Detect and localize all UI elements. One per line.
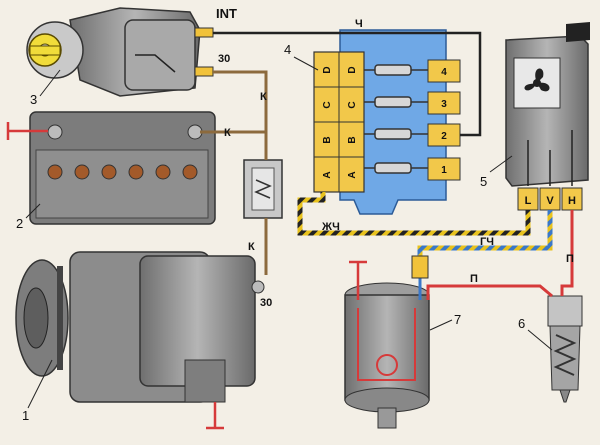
- relay-terminal-labels: L V H: [525, 195, 576, 207]
- label-3: 3: [30, 92, 37, 107]
- battery: [29, 111, 216, 225]
- key-icon: [28, 33, 62, 67]
- fuse-slot-b1: B: [322, 136, 333, 143]
- fuse-slot-c2: C: [347, 101, 358, 108]
- wire-label-p-right: П: [566, 253, 574, 265]
- wire-gch: [417, 210, 553, 262]
- wire-ch: [213, 31, 482, 137]
- fuse-slot-a1: A: [322, 171, 333, 178]
- wire-p-red: [426, 210, 574, 300]
- ground-symbol-generator: [206, 402, 224, 430]
- fuse-output-3: 3: [441, 99, 447, 110]
- wire-label-30-generator: 30: [260, 297, 272, 309]
- wire-label-k-top: К: [260, 91, 267, 103]
- ground-symbol-motor: [349, 260, 367, 300]
- wire-label-k-bottom: К: [248, 241, 255, 253]
- fuse-slot-a2: A: [347, 171, 358, 178]
- fuse-resistors: [364, 64, 430, 174]
- relay: [505, 22, 590, 211]
- ground-symbol-battery: [6, 122, 48, 140]
- relay-terminal-v: V: [546, 195, 554, 207]
- wire-30-brown: [200, 70, 268, 275]
- wire-label-p-left: П: [470, 273, 478, 285]
- fuse-slot-d1: D: [322, 66, 333, 73]
- fuse-output-1: 1: [441, 165, 447, 176]
- fuse-output-4: 4: [441, 67, 447, 78]
- fuse-slot-c1: C: [322, 101, 333, 108]
- fuse-link: [243, 159, 283, 219]
- label-5: 5: [480, 174, 487, 189]
- ignition-switch: [26, 7, 214, 97]
- generator: [15, 251, 265, 403]
- relay-terminal-h: H: [568, 195, 576, 207]
- label-1: 1: [22, 408, 29, 423]
- wire-label-k-battery: К: [224, 127, 231, 139]
- wire-label-zhch: ЖЧ: [321, 221, 340, 233]
- relay-terminal-l: L: [525, 195, 532, 207]
- fan-icon: [524, 68, 550, 92]
- fuse-slot-b2: B: [347, 136, 358, 143]
- wire-connector: [411, 255, 429, 279]
- wire-label-ch: Ч: [355, 18, 363, 30]
- temperature-sensor: [547, 295, 583, 403]
- fan-motor: [344, 282, 430, 429]
- fuse-slot-labels: D D C C B B A A: [322, 66, 358, 178]
- label-6: 6: [518, 316, 525, 331]
- wire-zhch: [297, 192, 531, 236]
- label-2: 2: [16, 216, 23, 231]
- wire-label-30-switch: 30: [218, 53, 230, 65]
- fuse-slot-d2: D: [347, 66, 358, 73]
- fuse-output-labels: 4 3 2 1: [441, 67, 447, 176]
- component-number-labels: 3 2 1 4 5 6 7: [16, 42, 553, 423]
- wire-label-int: INT: [216, 6, 237, 21]
- label-7: 7: [454, 312, 461, 327]
- label-4: 4: [284, 42, 291, 57]
- fuse-output-2: 2: [441, 131, 447, 142]
- wire-label-gch: ГЧ: [480, 236, 494, 248]
- fuse-block: [313, 29, 461, 215]
